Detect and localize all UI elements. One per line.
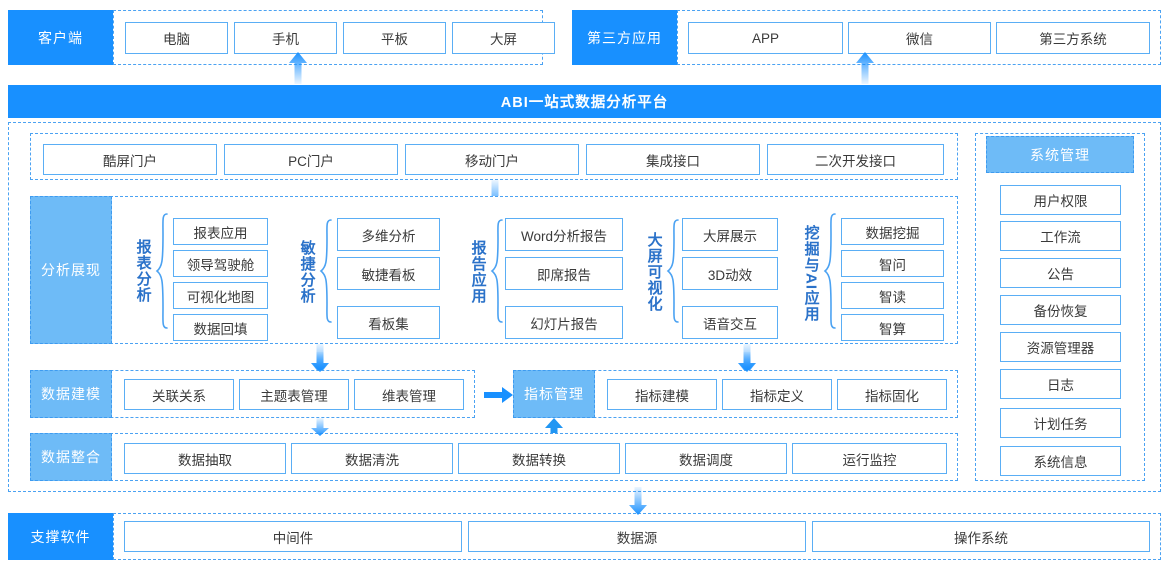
- analysis-item-smart-compute[interactable]: 智算: [841, 314, 944, 341]
- analysis-item-report-app[interactable]: 报表应用: [173, 218, 268, 245]
- modeling-item-subject-table[interactable]: 主题表管理: [239, 379, 349, 410]
- platform-title-bar: ABI一站式数据分析平台: [8, 85, 1161, 118]
- portal-item-cool-screen[interactable]: 酷屏门户: [43, 144, 217, 175]
- analysis-item-executive-cockpit[interactable]: 领导驾驶舱: [173, 250, 268, 277]
- modeling-item-relationship[interactable]: 关联关系: [124, 379, 234, 410]
- third-party-item-wechat[interactable]: 微信: [848, 22, 991, 54]
- metric-management-label: 指标管理: [513, 370, 595, 418]
- analysis-item-bigscreen-display[interactable]: 大屏展示: [682, 218, 778, 251]
- integration-item-monitoring[interactable]: 运行监控: [792, 443, 947, 474]
- portal-item-pc[interactable]: PC门户: [224, 144, 398, 175]
- third-party-item-external-system[interactable]: 第三方系统: [996, 22, 1150, 54]
- client-item-tablet[interactable]: 平板: [343, 22, 446, 54]
- analysis-item-data-writeback[interactable]: 数据回填: [173, 314, 268, 341]
- portal-item-integration-api[interactable]: 集成接口: [586, 144, 760, 175]
- integration-row-label: 数据整合: [30, 433, 112, 481]
- analysis-item-data-mining[interactable]: 数据挖掘: [841, 218, 944, 245]
- metric-item-solidify[interactable]: 指标固化: [837, 379, 947, 410]
- system-item-resource-manager[interactable]: 资源管理器: [1000, 332, 1121, 362]
- third-party-row-label: 第三方应用: [572, 10, 677, 65]
- client-item-large-screen[interactable]: 大屏: [452, 22, 555, 54]
- client-item-pc[interactable]: 电脑: [125, 22, 228, 54]
- integration-item-extract[interactable]: 数据抽取: [124, 443, 286, 474]
- analysis-item-smart-read[interactable]: 智读: [841, 282, 944, 309]
- analysis-item-smart-ask[interactable]: 智问: [841, 250, 944, 277]
- system-item-workflow[interactable]: 工作流: [1000, 221, 1121, 251]
- analysis-group-caption-report: 报表分析: [134, 239, 152, 303]
- system-item-log[interactable]: 日志: [1000, 369, 1121, 399]
- system-item-scheduled-task[interactable]: 计划任务: [1000, 408, 1121, 438]
- analysis-group-caption-agile: 敏捷分析: [298, 240, 316, 304]
- analysis-item-word-report[interactable]: Word分析报告: [505, 218, 623, 251]
- system-item-announcement[interactable]: 公告: [1000, 258, 1121, 288]
- analysis-group-caption-bigscreen: 大屏可视化: [645, 232, 663, 312]
- support-row-label: 支撑软件: [8, 513, 113, 560]
- metric-item-definition[interactable]: 指标定义: [722, 379, 832, 410]
- integration-item-cleanse[interactable]: 数据清洗: [291, 443, 453, 474]
- system-panel-label: 系统管理: [986, 136, 1134, 173]
- analysis-item-adhoc-report[interactable]: 即席报告: [505, 257, 623, 290]
- client-item-phone[interactable]: 手机: [234, 22, 337, 54]
- analysis-row-label: 分析展现: [30, 196, 112, 344]
- system-item-user-permission[interactable]: 用户权限: [1000, 185, 1121, 215]
- modeling-item-dimension-table[interactable]: 维表管理: [354, 379, 464, 410]
- system-item-system-info[interactable]: 系统信息: [1000, 446, 1121, 476]
- analysis-item-visual-map[interactable]: 可视化地图: [173, 282, 268, 309]
- platform-body-frame: [8, 122, 1161, 492]
- metric-item-modeling[interactable]: 指标建模: [607, 379, 717, 410]
- third-party-item-app[interactable]: APP: [688, 22, 843, 54]
- client-row-label: 客户端: [8, 10, 113, 65]
- integration-item-transform[interactable]: 数据转换: [458, 443, 620, 474]
- portal-item-dev-api[interactable]: 二次开发接口: [767, 144, 944, 175]
- analysis-item-multidim[interactable]: 多维分析: [337, 218, 440, 251]
- analysis-item-slide-report[interactable]: 幻灯片报告: [505, 306, 623, 339]
- portal-item-mobile[interactable]: 移动门户: [405, 144, 579, 175]
- support-item-middleware[interactable]: 中间件: [124, 521, 462, 552]
- support-item-os[interactable]: 操作系统: [812, 521, 1150, 552]
- analysis-item-voice-interaction[interactable]: 语音交互: [682, 306, 778, 339]
- analysis-group-caption-mining-ai: 挖掘与AI应用: [802, 224, 820, 322]
- support-item-datasource[interactable]: 数据源: [468, 521, 806, 552]
- modeling-row-label: 数据建模: [30, 370, 112, 418]
- integration-item-schedule[interactable]: 数据调度: [625, 443, 787, 474]
- analysis-item-agile-dashboard[interactable]: 敏捷看板: [337, 257, 440, 290]
- analysis-group-caption-report-app: 报告应用: [469, 240, 487, 304]
- system-item-backup-restore[interactable]: 备份恢复: [1000, 295, 1121, 325]
- analysis-item-dashboard-set[interactable]: 看板集: [337, 306, 440, 339]
- analysis-item-3d-effects[interactable]: 3D动效: [682, 257, 778, 290]
